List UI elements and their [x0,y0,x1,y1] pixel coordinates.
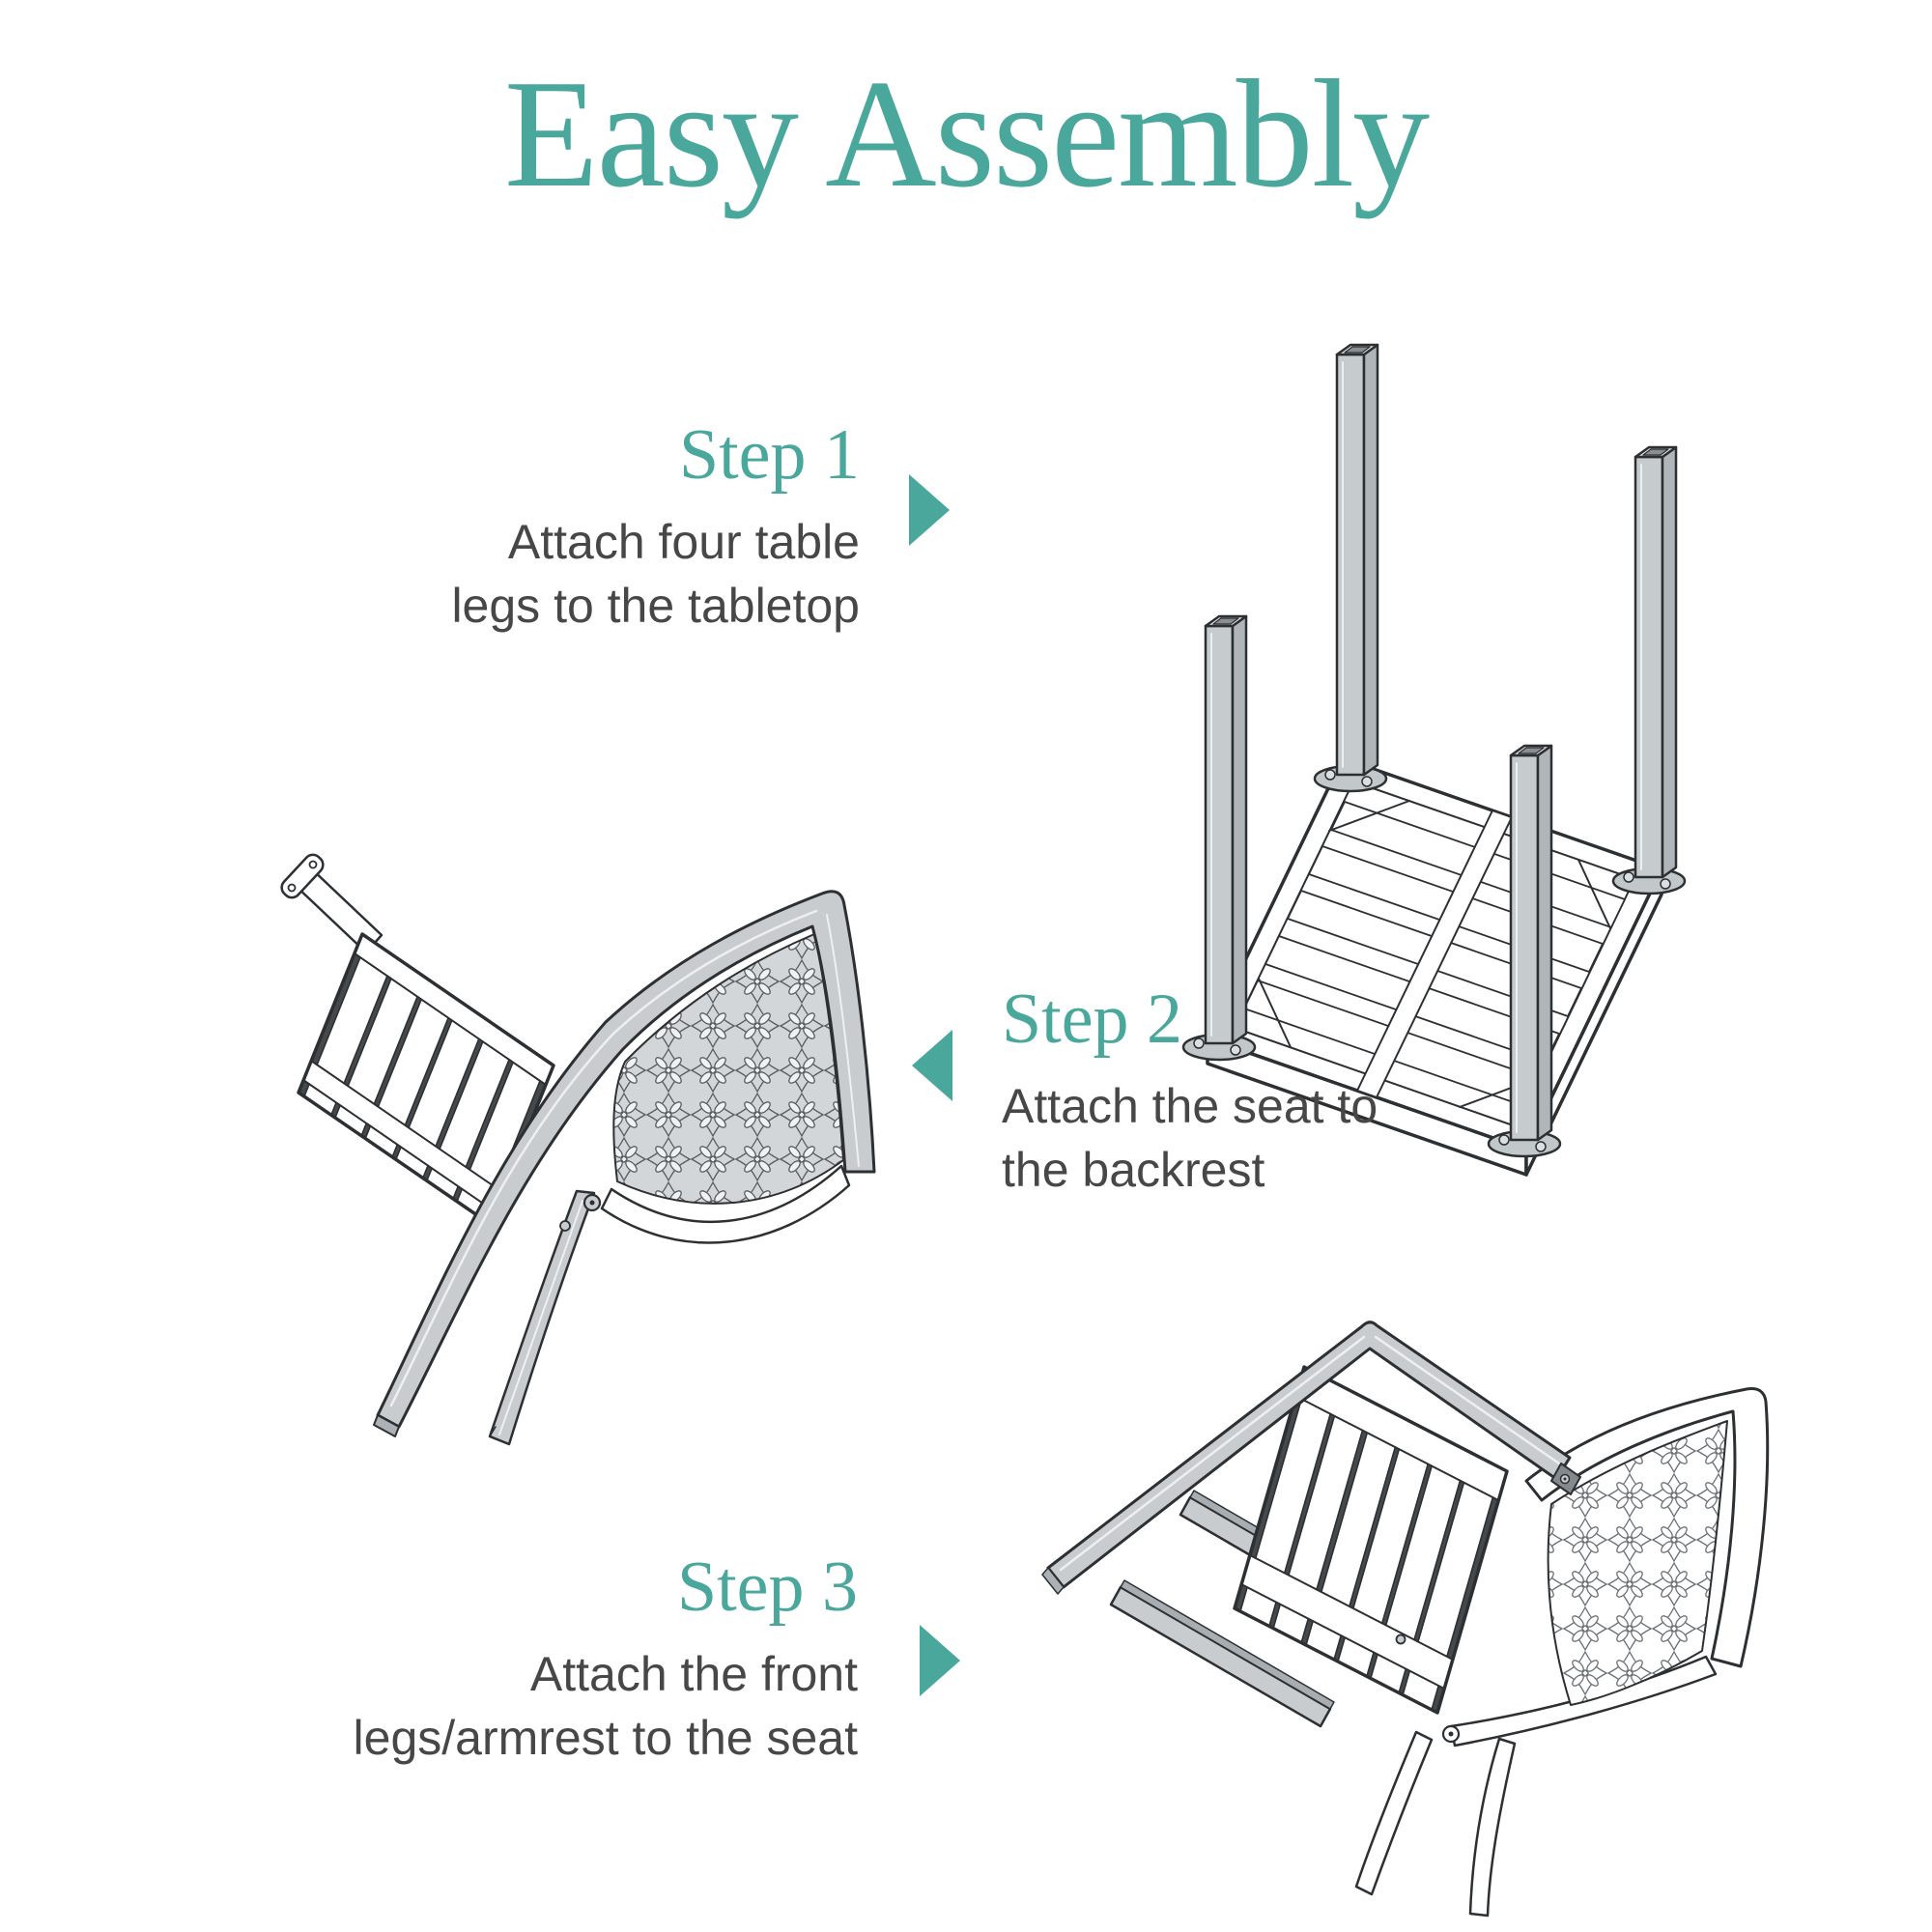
step3-label: Step 3 [676,1548,858,1627]
step3-arrow-right-icon [920,1625,960,1696]
step3-description-line2: legs/armrest to the seat [353,1711,858,1765]
step2-arrow-left-icon [912,1030,952,1101]
step1-arrow-right-icon [909,474,950,546]
step2-text-block: Step 2 Attach the seat to the backrest [1002,983,1678,1202]
step1-description-line1: Attach four table [507,515,860,569]
step3-description-line1: Attach the front [529,1647,858,1701]
page-title: Easy Assembly [503,47,1430,219]
step1-text-block: Step 1 Attach four table legs to the tab… [184,419,860,638]
step2-description-line2: the backrest [1002,1143,1265,1197]
step3-illustration-chair [985,1251,1922,1932]
step1-label: Step 1 [678,415,860,495]
step1-description-line2: legs to the tabletop [451,579,860,633]
step2-label: Step 2 [1002,980,1183,1059]
step1-illustration-table [1101,280,1835,1208]
step3-text-block: Step 3 Attach the front legs/armrest to … [124,1551,858,1770]
step2-illustration-backrest [246,826,923,1502]
step2-description-line1: Attach the seat to [1002,1079,1378,1133]
